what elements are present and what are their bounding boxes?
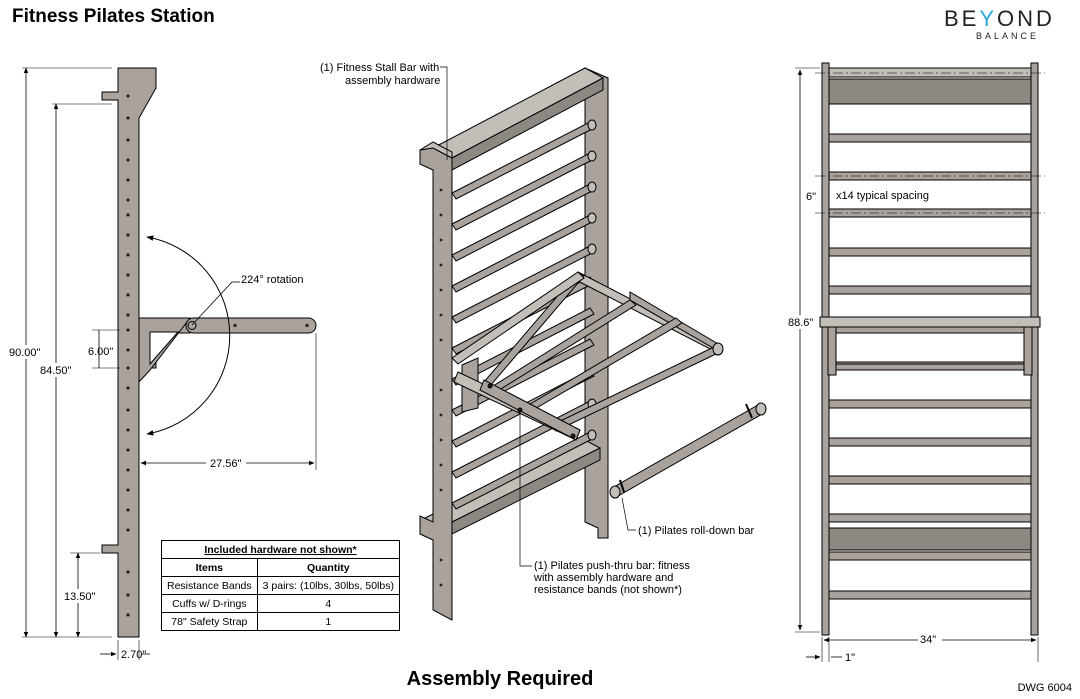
dim-bottom-height: 13.50"	[64, 591, 96, 603]
hardware-header-items: Items	[161, 558, 258, 577]
front-spacing-note: x14 typical spacing	[836, 190, 929, 202]
hardware-quantity: 1	[256, 612, 400, 631]
logo-subtitle: BALANCE	[975, 31, 1039, 41]
hardware-quantity: 4	[256, 594, 400, 613]
callout-rolldown: (1) Pilates roll-down bar	[638, 525, 754, 537]
rotation-label: 224° rotation	[241, 274, 304, 286]
iso-front-post	[419, 147, 453, 621]
rotation-arc	[146, 235, 231, 436]
dim-arm-length: 27.56"	[210, 458, 242, 470]
side-arm	[185, 317, 317, 334]
table-row: 78" Safety Strap 1	[161, 612, 400, 631]
side-view: 224° rotation 90.00" 84.50" 6.00" 13.50"…	[8, 67, 317, 661]
logo-wordmark: BEYOND	[944, 6, 1055, 31]
iso-rolldown-bar	[609, 402, 767, 499]
brand-logo: BEYOND BALANCE	[944, 6, 1055, 42]
side-post	[101, 67, 157, 638]
front-dim-spacing: 6"	[806, 191, 816, 203]
front-dim-width: 34"	[920, 634, 936, 646]
dim-upper-height: 84.50"	[40, 365, 72, 377]
hardware-item: Cuffs w/ D-rings	[161, 594, 258, 613]
side-post-holes	[126, 94, 130, 617]
front-dim-height: 88.6"	[788, 317, 813, 329]
table-row: Cuffs w/ D-rings 4	[161, 594, 400, 613]
iso-rear-post	[584, 67, 609, 539]
isometric-view: (1) Fitness Stall Bar with assembly hard…	[320, 62, 767, 621]
callout-stall-bar-line1: (1) Fitness Stall Bar with	[320, 62, 439, 74]
hardware-quantity: 3 pairs: (10lbs, 30lbs, 50lbs)	[256, 576, 400, 595]
drawing-number: DWG 6004	[1017, 682, 1072, 694]
callout-stall-bar-line2: assembly hardware	[345, 75, 440, 87]
front-pushthru-frame	[819, 316, 1041, 328]
callout-pushthru-line2: with assembly hardware and	[533, 572, 673, 584]
callout-pushthru-line1: (1) Pilates push-thru bar: fitness	[534, 560, 690, 572]
hardware-table: Included hardware not shown* Items Quant…	[161, 540, 400, 631]
drawing-title: Fitness Pilates Station	[12, 6, 215, 27]
dim-total-height: 90.00"	[9, 347, 41, 359]
table-row: Resistance Bands 3 pairs: (10lbs, 30lbs,…	[161, 576, 400, 595]
callout-pushthru-line3: resistance bands (not shown*)	[534, 584, 682, 596]
dim-hole-spacing: 6.00"	[88, 346, 113, 358]
hardware-item: 78" Safety Strap	[161, 612, 258, 631]
assembly-note: Assembly Required	[406, 668, 594, 690]
front-view: 88.6" 6" x14 typical spacing 34" 1"	[787, 62, 1045, 664]
side-bracket-plate	[138, 317, 192, 384]
hardware-table-caption: Included hardware not shown*	[161, 540, 400, 559]
front-dim-post: 1"	[845, 652, 855, 664]
hardware-item: Resistance Bands	[161, 576, 258, 595]
dim-post-depth: 2.70"	[121, 649, 146, 661]
hardware-header-quantity: Quantity	[256, 558, 400, 577]
iso-pushthru-bar	[451, 271, 724, 441]
iso-top-rail	[431, 67, 605, 159]
